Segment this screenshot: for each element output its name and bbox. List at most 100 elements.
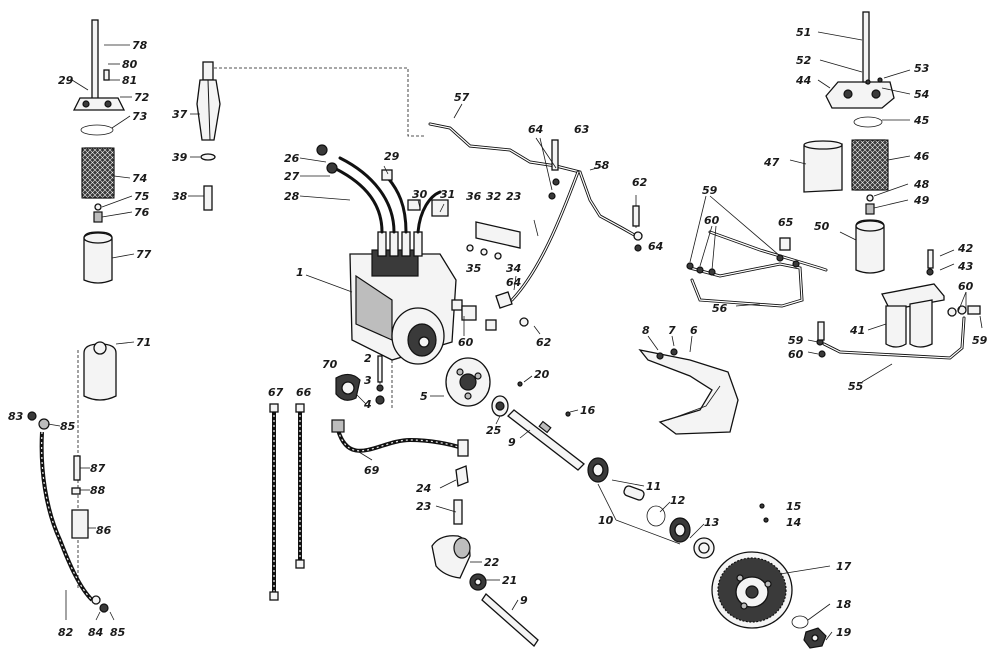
label-60-low: 60 bbox=[788, 348, 804, 361]
label-60-right: 60 bbox=[958, 280, 974, 293]
label-84: 84 bbox=[88, 626, 103, 639]
label-30: 30 bbox=[412, 188, 428, 201]
label-62-top: 62 bbox=[632, 176, 648, 189]
label-72: 72 bbox=[134, 91, 150, 104]
label-32: 32 bbox=[486, 190, 502, 203]
label-88: 88 bbox=[90, 484, 106, 497]
label-1: 1 bbox=[296, 266, 304, 279]
label-29: 29 bbox=[384, 150, 400, 163]
label-7: 7 bbox=[668, 324, 676, 337]
label-29-left: 29 bbox=[58, 74, 74, 87]
label-57: 57 bbox=[454, 91, 470, 104]
label-81: 81 bbox=[122, 74, 137, 87]
label-25: 25 bbox=[486, 424, 502, 437]
label-55: 55 bbox=[848, 380, 864, 393]
label-59-top: 59 bbox=[702, 184, 718, 197]
label-51: 51 bbox=[796, 26, 811, 39]
label-50: 50 bbox=[814, 220, 830, 233]
label-73: 73 bbox=[132, 110, 148, 123]
label-24: 24 bbox=[416, 482, 431, 495]
label-18: 18 bbox=[836, 598, 852, 611]
injector-assembly bbox=[188, 61, 424, 211]
label-47: 47 bbox=[763, 156, 780, 169]
label-69: 69 bbox=[364, 464, 380, 477]
label-76: 76 bbox=[134, 206, 150, 219]
left-hose-assembly bbox=[27, 341, 135, 621]
label-45: 45 bbox=[913, 114, 930, 127]
label-48: 48 bbox=[913, 178, 930, 191]
label-64-mid: 64 bbox=[506, 276, 521, 289]
left-filter-assembly bbox=[71, 19, 135, 284]
label-13: 13 bbox=[704, 516, 720, 529]
label-23-top: 23 bbox=[506, 190, 522, 203]
label-59-right: 59 bbox=[972, 334, 988, 347]
label-2: 2 bbox=[364, 352, 372, 365]
label-34: 34 bbox=[506, 262, 521, 275]
label-31: 31 bbox=[440, 188, 455, 201]
label-58: 58 bbox=[594, 159, 610, 172]
lower-drive bbox=[431, 465, 539, 647]
label-77: 77 bbox=[136, 248, 152, 261]
label-87: 87 bbox=[90, 462, 106, 475]
label-74: 74 bbox=[132, 172, 147, 185]
label-38: 38 bbox=[172, 190, 188, 203]
label-78: 78 bbox=[132, 39, 148, 52]
label-9-lower: 9 bbox=[520, 594, 528, 607]
label-27: 27 bbox=[284, 170, 300, 183]
label-11: 11 bbox=[646, 480, 661, 493]
shroud bbox=[638, 335, 739, 435]
label-85-top: 85 bbox=[60, 420, 76, 433]
label-3: 3 bbox=[364, 374, 372, 387]
drive-train bbox=[430, 357, 833, 649]
label-67: 67 bbox=[268, 386, 284, 399]
label-9-upper: 9 bbox=[508, 436, 516, 449]
label-75: 75 bbox=[134, 190, 150, 203]
label-65: 65 bbox=[778, 216, 794, 229]
label-39: 39 bbox=[172, 151, 188, 164]
label-54: 54 bbox=[914, 88, 929, 101]
label-42: 42 bbox=[957, 242, 974, 255]
label-14: 14 bbox=[786, 516, 801, 529]
label-17: 17 bbox=[836, 560, 852, 573]
label-35: 35 bbox=[466, 262, 482, 275]
hoses-and-elbow bbox=[269, 373, 469, 601]
label-28: 28 bbox=[284, 190, 300, 203]
label-36: 36 bbox=[466, 190, 482, 203]
label-41: 41 bbox=[849, 324, 865, 337]
label-6: 6 bbox=[690, 324, 698, 337]
label-20: 20 bbox=[534, 368, 550, 381]
label-85-bottom: 85 bbox=[110, 626, 126, 639]
label-19: 19 bbox=[836, 626, 852, 639]
label-60-mid: 60 bbox=[458, 336, 474, 349]
injection-pump bbox=[299, 144, 497, 410]
label-56: 56 bbox=[712, 302, 728, 315]
label-53: 53 bbox=[914, 62, 930, 75]
label-21: 21 bbox=[502, 574, 517, 587]
label-12: 12 bbox=[670, 494, 686, 507]
label-66: 66 bbox=[296, 386, 312, 399]
label-37: 37 bbox=[172, 108, 188, 121]
label-64-right: 64 bbox=[648, 240, 663, 253]
label-43: 43 bbox=[957, 260, 974, 273]
right-filter-assembly bbox=[686, 11, 983, 383]
label-83: 83 bbox=[8, 410, 24, 423]
label-4: 4 bbox=[363, 398, 372, 411]
label-46: 46 bbox=[913, 150, 930, 163]
label-60-top: 60 bbox=[704, 214, 720, 227]
label-16: 16 bbox=[580, 404, 596, 417]
pipes-57-58 bbox=[428, 103, 643, 335]
label-23-low: 23 bbox=[416, 500, 432, 513]
label-44: 44 bbox=[795, 74, 811, 87]
part-number-labels: 78 80 81 29 72 73 74 75 76 77 37 39 38 2… bbox=[8, 26, 988, 639]
label-63: 63 bbox=[574, 123, 590, 136]
label-86: 86 bbox=[96, 524, 112, 537]
label-71: 71 bbox=[136, 336, 151, 349]
label-62-mid: 62 bbox=[536, 336, 552, 349]
label-59-mid: 59 bbox=[788, 334, 804, 347]
label-5: 5 bbox=[420, 390, 428, 403]
label-8: 8 bbox=[642, 324, 650, 337]
label-49: 49 bbox=[913, 194, 930, 207]
label-26: 26 bbox=[284, 152, 300, 165]
label-70: 70 bbox=[322, 358, 338, 371]
